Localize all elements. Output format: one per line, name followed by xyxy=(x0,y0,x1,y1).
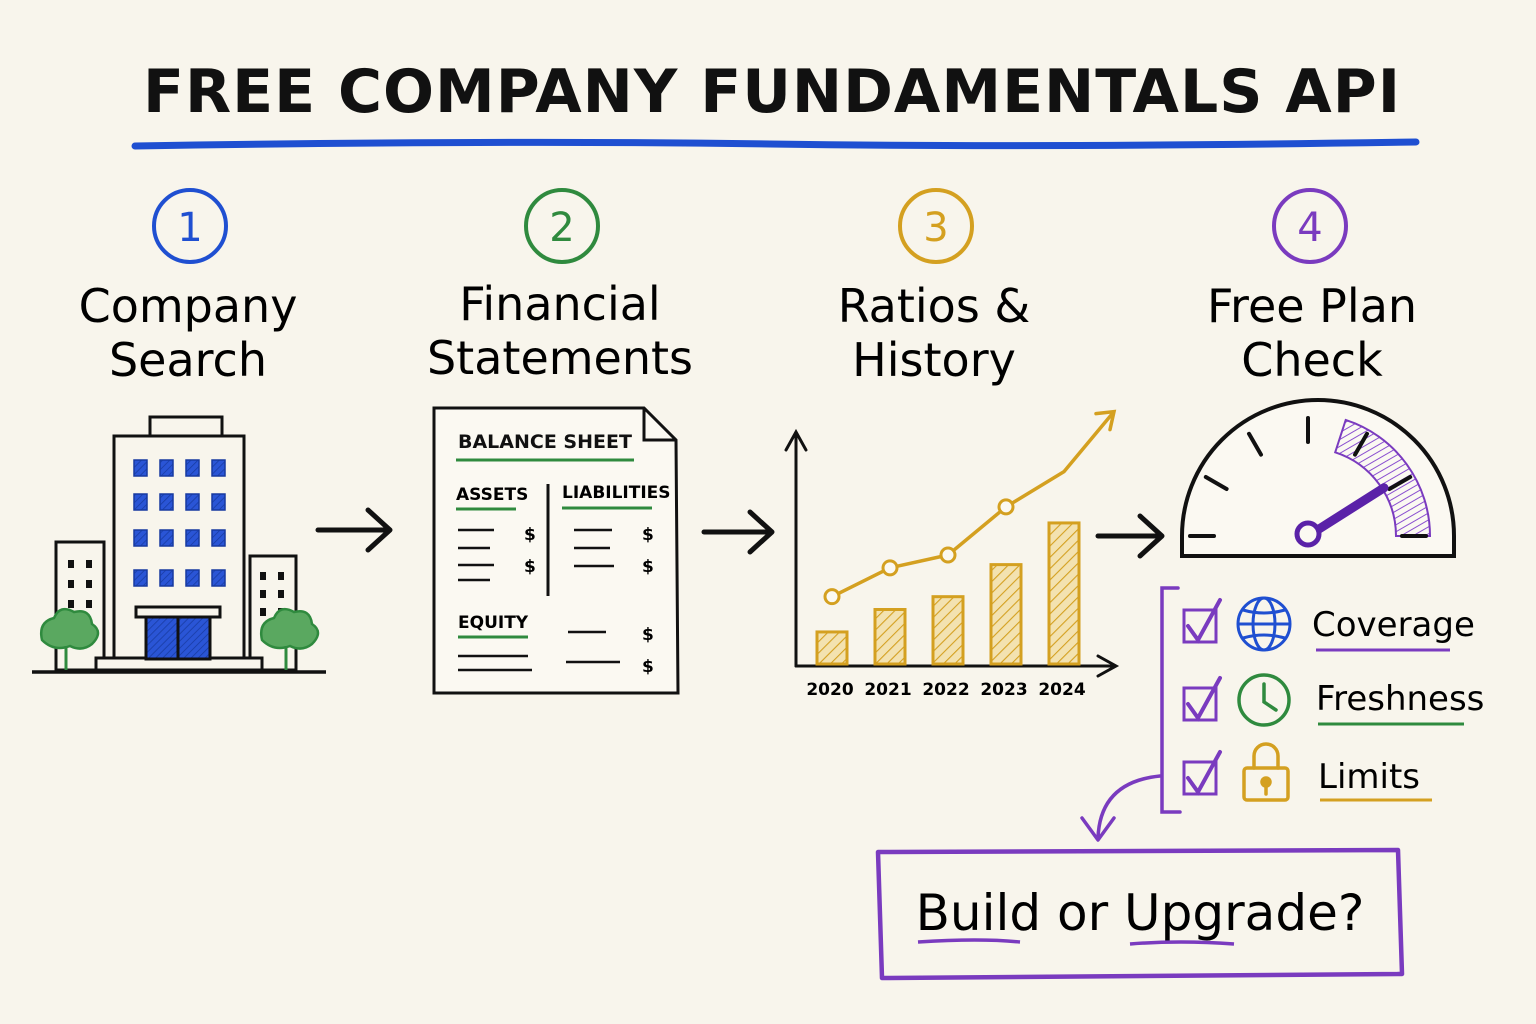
chart-bar-2023 xyxy=(989,563,1023,666)
step-1-number-badge: 1 xyxy=(152,188,228,264)
checklist-item-limits: Limits xyxy=(1182,742,1432,802)
chart-bar-2022 xyxy=(931,595,965,666)
title-underline xyxy=(131,138,1420,150)
chart-tick-label-2022: 2022 xyxy=(922,680,969,700)
speedometer-gauge-icon xyxy=(1180,398,1456,558)
gauge-tick xyxy=(1247,431,1263,457)
step-2-label-line1: Financial xyxy=(459,277,660,331)
decision-text: Build or Upgrade? xyxy=(916,884,1365,942)
decision-arrow xyxy=(1080,774,1162,842)
decision-box: Build or Upgrade? xyxy=(875,847,1405,981)
step-4-number-badge: 4 xyxy=(1272,188,1348,264)
flow-arrow-2 xyxy=(701,509,775,555)
chart-bar-2021 xyxy=(873,608,907,666)
balance-sheet-document-icon: BALANCE SHEET ASSETS LIABILITIES $ $ $ $… xyxy=(432,406,680,695)
chart-tick-label-2024: 2024 xyxy=(1038,680,1085,700)
gauge-tick xyxy=(1353,431,1369,457)
svg-text:4: 4 xyxy=(1297,205,1322,251)
bar-line-chart-icon: 2020 2021 2022 2023 2024 xyxy=(784,409,1120,700)
step-3-number-badge: 3 xyxy=(898,188,974,264)
clock-icon xyxy=(1237,673,1291,727)
chart-trend-point-2020 xyxy=(823,588,841,606)
chart-trend-point-2022 xyxy=(939,546,957,564)
building-window xyxy=(159,493,174,511)
gauge-tick xyxy=(1387,475,1413,491)
assets-heading: ASSETS xyxy=(456,485,528,505)
building-window xyxy=(211,493,226,511)
step-4-label-line2: Check xyxy=(1241,333,1383,387)
gauge-needle xyxy=(1303,483,1389,541)
flow-arrow-1 xyxy=(315,507,393,553)
dollar-sign: $ xyxy=(524,557,536,577)
dollar-sign: $ xyxy=(642,557,654,577)
step-3-label-line1: Ratios & xyxy=(838,279,1031,333)
checklist-label-coverage: Coverage xyxy=(1312,605,1475,645)
svg-text:3: 3 xyxy=(923,205,948,251)
chart-axes xyxy=(784,428,1120,678)
office-building-icon xyxy=(32,415,326,674)
building-window xyxy=(133,529,148,547)
step-2-label-line2: Statements xyxy=(427,331,693,385)
step-2-number-badge: 2 xyxy=(524,188,600,264)
checklist-bracket xyxy=(1160,586,1182,814)
building-window xyxy=(185,493,200,511)
chart-tick-label-2023: 2023 xyxy=(980,680,1027,700)
step-1-label-line2: Search xyxy=(109,333,267,387)
building-window xyxy=(185,459,200,477)
checklist-label-freshness: Freshness xyxy=(1316,679,1484,719)
building-window xyxy=(159,569,174,587)
step-3-label-line2: History xyxy=(852,333,1016,387)
building-window xyxy=(159,459,174,477)
chart-bar-2024 xyxy=(1047,521,1081,666)
chart-trend-point-2021 xyxy=(881,559,899,577)
checklist-label-limits: Limits xyxy=(1318,757,1420,797)
building-window xyxy=(211,529,226,547)
diagram-title: FREE COMPANY FUNDAMENTALS API xyxy=(143,57,1401,127)
chart-tick-label-2021: 2021 xyxy=(864,680,911,700)
building-window xyxy=(211,459,226,477)
gauge-tick xyxy=(1203,475,1229,491)
checklist-item-coverage: Coverage xyxy=(1182,596,1475,652)
dollar-sign: $ xyxy=(642,525,654,545)
step-1-label-line1: Company xyxy=(79,279,298,333)
svg-text:1: 1 xyxy=(177,205,202,251)
chart-bar-2020 xyxy=(815,630,849,666)
balance-sheet-heading: BALANCE SHEET xyxy=(458,431,632,453)
chart-tick-label-2020: 2020 xyxy=(806,680,853,700)
building-window xyxy=(185,569,200,587)
chart-trend-point-2023 xyxy=(997,498,1015,516)
building-window xyxy=(185,529,200,547)
equity-heading: EQUITY xyxy=(458,613,529,633)
liabilities-heading: LIABILITIES xyxy=(562,483,671,503)
globe-icon xyxy=(1236,596,1292,652)
dollar-sign: $ xyxy=(642,625,654,645)
dollar-sign: $ xyxy=(524,525,536,545)
building-window xyxy=(211,569,226,587)
flow-arrow-3 xyxy=(1095,513,1165,559)
building-window xyxy=(133,459,148,477)
building-window xyxy=(133,569,148,587)
building-window xyxy=(159,529,174,547)
padlock-icon xyxy=(1242,742,1290,802)
dollar-sign: $ xyxy=(642,657,654,677)
checklist-item-freshness: Freshness xyxy=(1182,673,1484,727)
chart-trend-arrowhead xyxy=(1094,409,1117,432)
building-window xyxy=(133,493,148,511)
svg-text:2: 2 xyxy=(549,205,574,251)
step-4-label-line1: Free Plan xyxy=(1207,279,1417,333)
chart-trend-line xyxy=(831,410,1116,599)
